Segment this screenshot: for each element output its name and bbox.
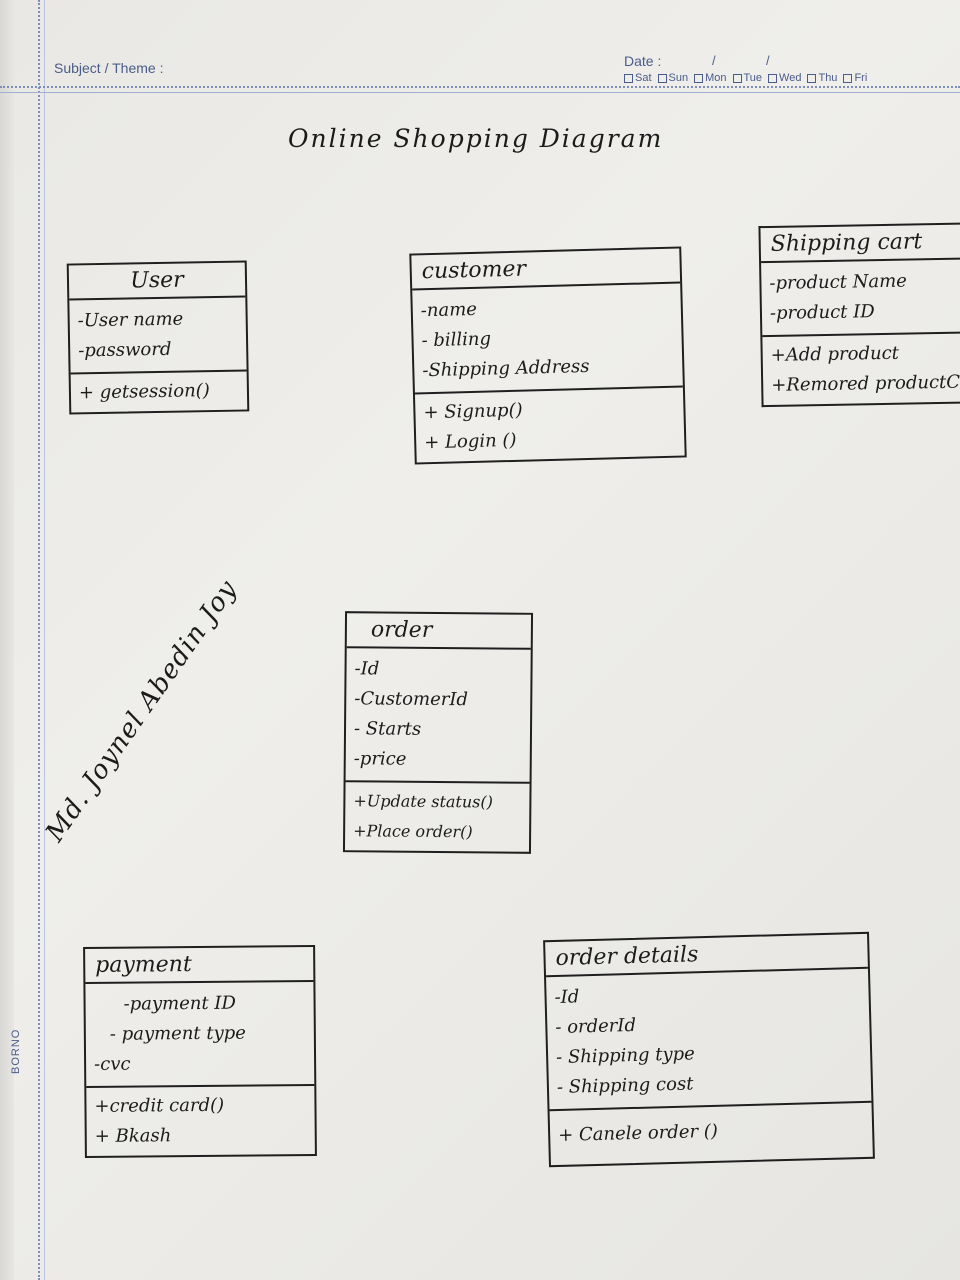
weekday-mon: Mon	[694, 72, 727, 84]
class-attribute: -product Name	[769, 270, 908, 294]
weekday-label: Sat	[635, 72, 652, 84]
weekday-sun: Sun	[657, 72, 689, 84]
class-operation: +Update status()	[353, 791, 493, 812]
class-attributes: -Id -CustomerId - Starts -price	[345, 648, 531, 784]
class-operations: + getsession()	[71, 371, 248, 412]
class-attribute: -Id	[354, 658, 380, 680]
checkbox-icon	[807, 73, 817, 83]
class-attribute: -password	[78, 338, 172, 362]
class-attributes: -name - billing -Shipping Address	[412, 283, 683, 395]
class-name: User	[68, 262, 246, 301]
class-operation: +Place order()	[353, 821, 473, 842]
checkbox-icon	[624, 73, 633, 83]
paper-edge	[0, 0, 14, 1280]
weekday-tue: Tue	[732, 72, 763, 84]
subject-label: Subject / Theme :	[54, 60, 164, 76]
date-slash: /	[712, 53, 716, 68]
checkbox-icon	[657, 73, 667, 83]
checkbox-icon	[732, 73, 742, 83]
class-operation: + Login ()	[423, 429, 517, 454]
class-payment: payment -payment ID - payment type -cvc …	[83, 944, 317, 1159]
class-operations: + Canele order ()	[550, 1103, 873, 1165]
class-operations: +Add product +Remored productC	[762, 333, 960, 405]
class-attribute: -CustomerId	[354, 688, 469, 711]
weekday-fri: Fri	[843, 72, 867, 84]
weekday-label: Mon	[705, 72, 727, 84]
brand-logo-text: BORNO	[10, 1028, 22, 1074]
class-user: User -User name -password + getsession()	[66, 260, 250, 415]
weekday-label: Thu	[818, 72, 838, 84]
class-operation: +credit card()	[94, 1094, 225, 1117]
date-label: Date :	[624, 53, 662, 69]
class-operations: + Signup() + Login ()	[415, 387, 685, 462]
weekday-label: Tue	[743, 72, 763, 84]
weekday-wed: Wed	[768, 72, 801, 84]
class-order-details: order details -Id - orderId - Shipping t…	[543, 931, 875, 1168]
weekday-label: Sun	[668, 72, 689, 84]
weekday-thu: Thu	[807, 72, 837, 84]
weekday-label: Fri	[854, 72, 868, 84]
class-attribute: -price	[353, 748, 407, 770]
class-attribute: - Starts	[353, 718, 422, 740]
margin-line-inner	[44, 0, 45, 1280]
class-operations: +credit card() + Bkash	[86, 1086, 315, 1156]
class-name: payment	[85, 947, 314, 984]
class-attribute: -User name	[77, 308, 184, 332]
class-customer: customer -name - billing -Shipping Addre…	[409, 246, 687, 465]
weekday-checklist: Sat Sun Mon Tue Wed Thu Fri	[624, 72, 867, 84]
class-operation: + Canele order ()	[557, 1120, 719, 1146]
class-operation: +Add product	[770, 342, 900, 366]
margin-line	[38, 0, 40, 1280]
class-attribute: -product ID	[769, 301, 875, 324]
class-attribute: -cvc	[94, 1053, 131, 1075]
weekday-sat: Sat	[624, 72, 652, 84]
class-attribute: - payment type	[109, 1022, 247, 1045]
class-operations: +Update status() +Place order()	[345, 782, 530, 852]
class-attributes: -Id - orderId - Shipping type - Shipping…	[546, 968, 872, 1112]
weekday-label: Wed	[779, 72, 802, 84]
class-operation: +Remored productC	[771, 371, 960, 396]
checkbox-icon	[843, 73, 853, 83]
class-shipping-cart: Shipping cart -product Name -product ID …	[758, 221, 960, 408]
checkbox-icon	[694, 73, 704, 83]
class-attributes: -User name -password	[69, 297, 247, 375]
date-slash: /	[766, 53, 770, 68]
class-attribute: -payment ID	[123, 992, 236, 1015]
class-shipping-cart-clip: Shipping cart -product Name -product ID …	[756, 218, 960, 508]
class-operation: + Bkash	[94, 1125, 172, 1147]
class-attributes: -payment ID - payment type -cvc	[85, 982, 315, 1088]
header-rule-solid	[0, 92, 960, 93]
class-name: Shipping cart	[760, 223, 960, 264]
class-attributes: -product Name -product ID	[761, 258, 960, 338]
class-attribute: -Shipping Address	[422, 355, 590, 382]
author-signature: Md. Joynel Abedin Joy	[40, 574, 244, 848]
class-order: order -Id -CustomerId - Starts -price +U…	[342, 611, 534, 854]
header-rule	[0, 86, 960, 88]
diagram-title: Online Shopping Diagram	[288, 124, 664, 153]
class-operation: + getsession()	[78, 380, 210, 404]
checkbox-icon	[768, 73, 778, 83]
class-name: order	[346, 613, 532, 650]
